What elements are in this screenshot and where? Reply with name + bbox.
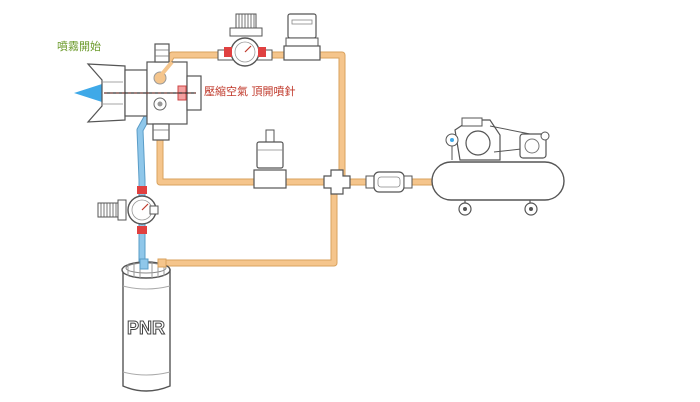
spray-jet-icon (74, 84, 102, 102)
air-lines (156, 51, 432, 267)
pressure-regulator-icon (97, 186, 159, 234)
solenoid-valve-icon (253, 129, 287, 189)
tank-label: PNR (127, 318, 165, 338)
air-line-tank (165, 185, 338, 267)
solenoid-valve-icon (283, 13, 321, 61)
air-compressor-icon (431, 117, 565, 216)
pressure-regulator-icon (217, 13, 273, 67)
inline-filter-icon (365, 171, 413, 193)
cross-fitting-icon (323, 169, 351, 195)
pressure-tank-icon (121, 258, 171, 392)
spray-nozzle-icon (74, 43, 202, 141)
compressed-air-label: 壓縮空氣 頂開噴針 (204, 84, 296, 98)
air-line-top (164, 51, 346, 180)
spray-start-label: 噴霧開始 (57, 39, 101, 53)
